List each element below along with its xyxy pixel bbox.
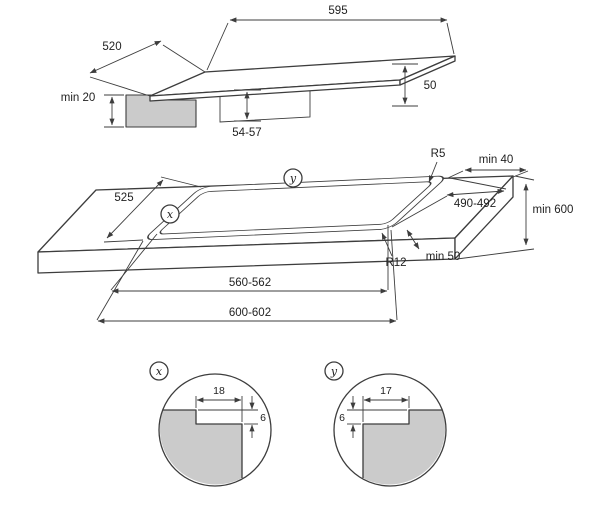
dim-front-clearance-label: min 50 bbox=[426, 251, 461, 263]
detail-marker-y-label: y bbox=[289, 172, 297, 185]
hob-panel-side-face bbox=[399, 55, 456, 86]
detail-x-bubble bbox=[149, 361, 169, 381]
detail-y-bubble bbox=[324, 361, 344, 381]
dim-recess-depth-525: 525 bbox=[103, 176, 202, 243]
detail-y-circle-outline bbox=[333, 373, 447, 487]
dim-recess-depth-label: 525 bbox=[114, 192, 133, 204]
dim-back-clearance-label: min 40 bbox=[479, 154, 514, 166]
detail-x-dim-width: 18 bbox=[195, 385, 243, 422]
detail-y-width-label: 17 bbox=[380, 385, 392, 397]
detail-x-depth-label: 6 bbox=[260, 412, 266, 424]
detail-x-bubble-label: x bbox=[156, 365, 163, 378]
dim-width-595-label: 595 bbox=[328, 5, 347, 17]
dim-cutout-width-label: 560-562 bbox=[229, 277, 271, 289]
dim-min-thickness-20: min 20 bbox=[61, 92, 124, 128]
detail-x-dim-depth: 6 bbox=[198, 396, 266, 438]
detail-y-bubble-label: y bbox=[330, 365, 338, 378]
dim-inner-radius-r5: R5 bbox=[428, 148, 446, 183]
dim-recess-width-label: 600-602 bbox=[229, 307, 271, 319]
detail-marker-y-bubble bbox=[283, 168, 303, 188]
detail-x-width-label: 18 bbox=[213, 385, 225, 397]
detail-marker-x: x bbox=[160, 204, 180, 224]
burner-box bbox=[219, 91, 311, 123]
cutout-inner-outline bbox=[159, 181, 432, 235]
detail-x-circle-outline bbox=[158, 373, 272, 487]
detail-x: x 18 6 bbox=[149, 361, 272, 487]
detail-y-profile bbox=[362, 409, 442, 478]
dim-min-worktop-depth-600: min 600 bbox=[456, 175, 574, 260]
top-view: 595 520 min 20 50 54-57 bbox=[61, 5, 456, 139]
detail-y-depth-label: 6 bbox=[339, 412, 345, 424]
dim-depth-520: 520 bbox=[89, 40, 206, 97]
detail-marker-x-label: x bbox=[167, 208, 174, 221]
dim-build-in-depth-label: 54-57 bbox=[232, 127, 261, 139]
dim-outer-radius-r12: R12 bbox=[381, 232, 407, 269]
dim-depth-520-label: 520 bbox=[102, 41, 121, 53]
dim-inner-radius-label: R5 bbox=[431, 148, 446, 160]
detail-x-material bbox=[159, 410, 242, 485]
dim-cutout-width-560-562: 560-562 bbox=[110, 225, 389, 294]
dim-min-worktop-depth-label: min 600 bbox=[533, 204, 574, 216]
dim-build-in-depth-54-57: 54-57 bbox=[232, 89, 262, 139]
dim-front-clearance-min50: min 50 bbox=[406, 229, 461, 263]
detail-y-dim-width: 17 bbox=[362, 385, 410, 422]
dim-recess-width-600-602: 600-602 bbox=[96, 229, 398, 324]
cutout-view: min 40 R5 490-492 min 600 525 x bbox=[37, 148, 574, 324]
dim-outer-radius-label: R12 bbox=[385, 257, 406, 269]
detail-marker-y: y bbox=[283, 168, 303, 188]
dim-width-595: 595 bbox=[206, 5, 455, 71]
detail-x-profile bbox=[163, 409, 243, 478]
dim-min-thickness-label: min 20 bbox=[61, 92, 96, 104]
dim-back-clearance-min40: min 40 bbox=[447, 154, 529, 179]
detail-marker-x-bubble bbox=[160, 204, 180, 224]
dim-edge-height-50: 50 bbox=[392, 63, 437, 107]
dim-edge-height-label: 50 bbox=[424, 80, 437, 92]
dim-cutout-depth-label: 490-492 bbox=[454, 198, 496, 210]
detail-y: y 17 6 bbox=[324, 361, 447, 487]
detail-y-dim-depth: 6 bbox=[339, 396, 407, 438]
dim-cutout-depth-490-492: 490-492 bbox=[391, 177, 507, 228]
detail-y-material bbox=[363, 410, 446, 485]
